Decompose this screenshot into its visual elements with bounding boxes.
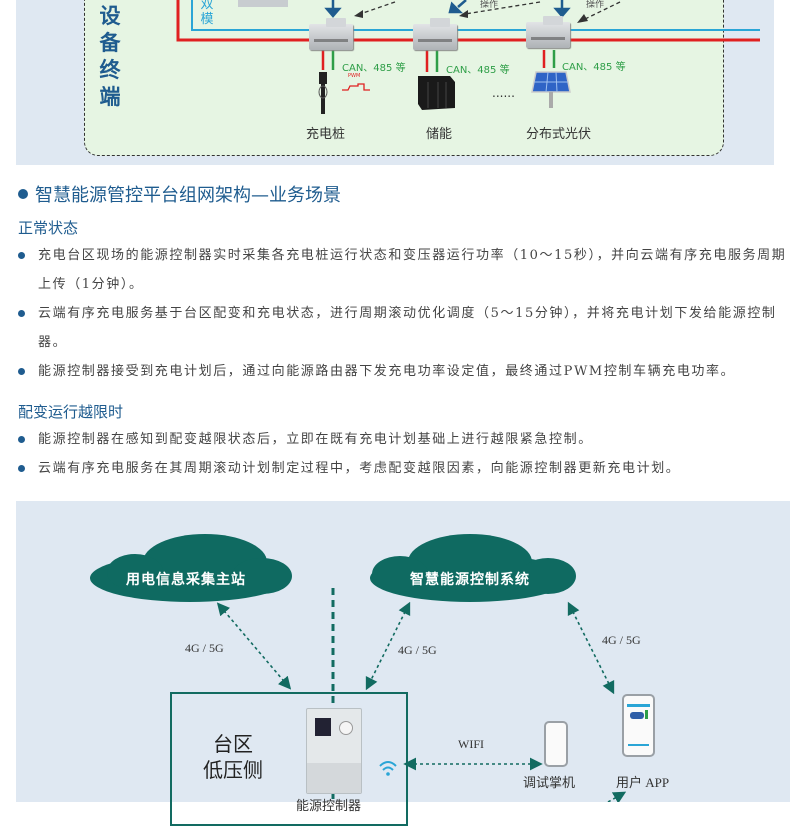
user-app-phone-icon [622, 694, 655, 757]
side-label: 设 备 终 端 [99, 4, 121, 109]
operation-label: 操作 [480, 0, 499, 10]
link-4g5g-control [365, 601, 411, 691]
energy-router-device [309, 18, 353, 50]
pwm-label: PWM [348, 73, 361, 79]
link-app-bottom [607, 791, 627, 802]
device-label-charger: 充电桩 [306, 127, 346, 142]
dual-mode-label: 双 模 [200, 0, 214, 27]
bus-label: CAN、485 等 [562, 62, 626, 73]
link-4g5g-app [567, 601, 615, 695]
battery-storage-icon [418, 76, 455, 110]
link-label: 4G / 5G [602, 633, 641, 647]
device-label-storage: 储能 [426, 127, 453, 142]
link-label: 4G / 5G [185, 641, 224, 655]
list-item: 云端有序充电服务在其周期滚动计划制定过程中，考虑配变越限因素，向能源控制器更新充… [18, 454, 788, 483]
device-terminal-zone [84, 0, 724, 156]
wifi-label: WIFI [458, 737, 484, 751]
pwm-waveform [342, 83, 370, 91]
cloud-collection-master [90, 534, 292, 602]
down-arrows [324, 0, 571, 18]
energy-controller-device [306, 708, 362, 794]
list-item: 能源控制器在感知到配变越限状态后，立即在既有充电计划基础上进行越限紧急控制。 [18, 425, 788, 454]
link-4g5g-collection [216, 602, 292, 690]
network-diagram [90, 534, 627, 802]
subheading-normal: 正常状态 [18, 219, 79, 237]
solar-panel-icon [531, 71, 571, 108]
operation-arrows [359, 1, 621, 21]
bullet-icon [18, 252, 25, 259]
device-label-pv: 分布式光伏 [526, 127, 592, 142]
bullet-icon [18, 368, 25, 375]
operation-label: 操作 [586, 0, 605, 10]
subheading-overlimit: 配变运行越限时 [18, 403, 124, 421]
cloud-label-energy-control: 智慧能源控制系统 [410, 572, 530, 588]
cloud-label-collection-master: 用电信息采集主站 [126, 572, 246, 588]
bullet-icon [18, 436, 25, 443]
list-item: 能源控制器接受到充电计划后，通过向能源路由器下发充电功率设定值，最终通过PWM控… [18, 357, 788, 386]
cloud-energy-control-system [370, 534, 576, 602]
list-item: 充电台区现场的能源控制器实时采集各充电桩运行状态和变压器运行功率（10～15秒）… [18, 241, 788, 299]
link-label: 4G / 5G [398, 643, 437, 657]
charger-plug-icon [318, 72, 328, 114]
list-item: 云端有序充电服务基于台区配变和充电状态，进行周期滚动优化调度（5～15分钟），并… [18, 299, 788, 357]
top-wiring [176, 0, 760, 114]
upper-module [238, 0, 288, 7]
comm-line [191, 0, 760, 31]
handheld-label: 调试掌机 [523, 775, 576, 790]
app-label: 用户 APP [616, 775, 670, 790]
bullet-icon [18, 310, 25, 317]
handheld-device-icon [544, 721, 568, 767]
bullet-icon [18, 465, 25, 472]
title-bullet-icon [18, 189, 28, 199]
device-drops [321, 50, 556, 72]
section-title: 智慧能源管控平台组网架构—业务场景 [18, 181, 341, 207]
energy-router-device [526, 16, 570, 48]
car-icon [630, 712, 644, 719]
wifi-icon [379, 761, 397, 771]
zone-label: 台区 低压侧 [203, 732, 263, 782]
energy-router-device [413, 18, 457, 50]
controller-label: 能源控制器 [296, 799, 362, 814]
bus-label: CAN、485 等 [446, 65, 510, 76]
bus-label: CAN、485 等 [342, 63, 406, 74]
ellipsis: ...... [492, 86, 515, 100]
